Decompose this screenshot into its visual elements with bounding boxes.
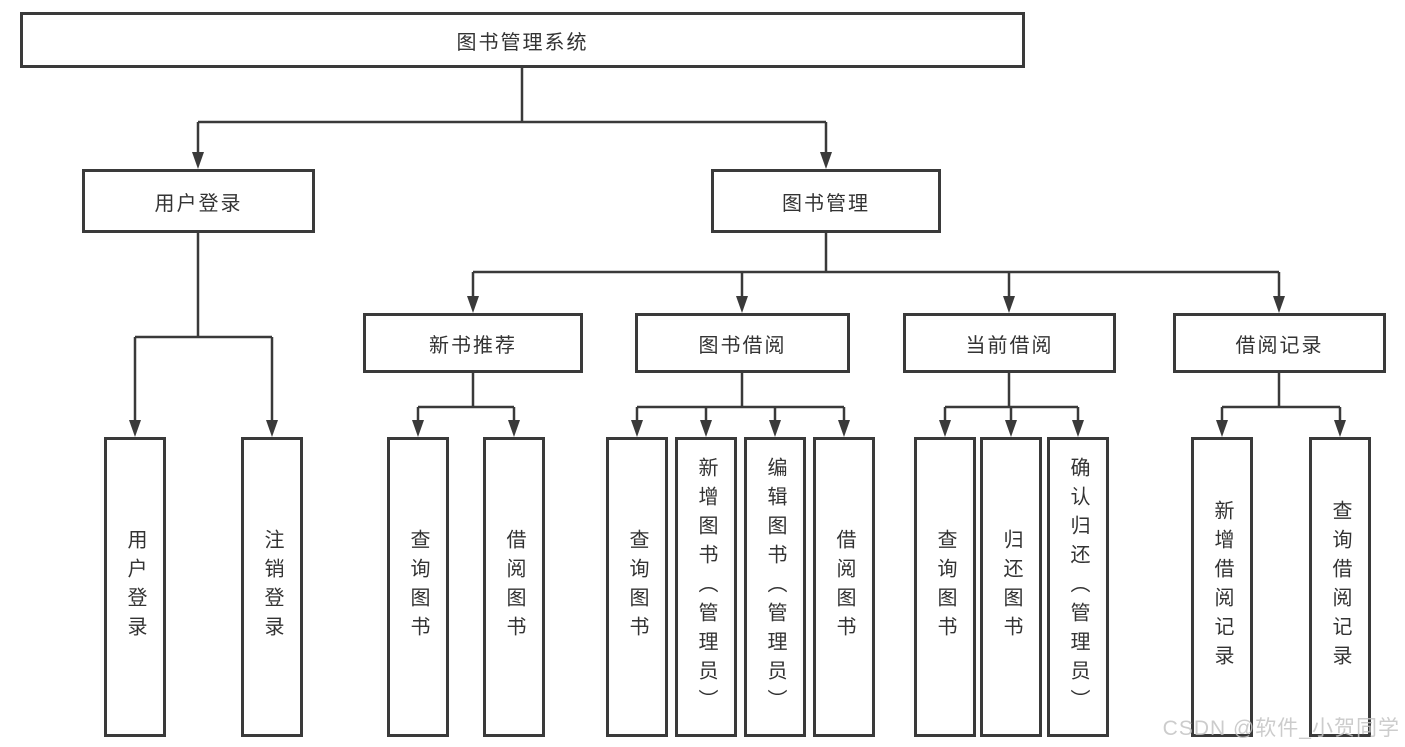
node-new-book-recommendation-label: 新书推荐 xyxy=(429,334,517,357)
leaf-query-books-current-label: 查询图书 xyxy=(934,529,956,645)
node-new-book-recommendation: 新书推荐 xyxy=(363,313,583,373)
leaf-edit-book-admin: 编辑图书（管理员） xyxy=(744,437,806,737)
leaf-logout-label: 注销登录 xyxy=(261,529,283,645)
leaf-add-borrow-record: 新增借阅记录 xyxy=(1191,437,1253,737)
node-borrowing-records: 借阅记录 xyxy=(1173,313,1386,373)
node-borrowing-records-label: 借阅记录 xyxy=(1235,334,1324,357)
leaf-query-books-borrowing-label: 查询图书 xyxy=(626,529,648,645)
leaf-confirm-return-admin-label: 确认归还（管理员） xyxy=(1067,456,1089,718)
leaf-logout: 注销登录 xyxy=(241,437,303,737)
leaf-add-book-admin-label: 新增图书（管理员） xyxy=(695,456,717,718)
leaf-user-login-label: 用户登录 xyxy=(124,529,146,645)
leaf-borrow-books-borrowing-label: 借阅图书 xyxy=(833,529,855,645)
leaf-add-borrow-record-label: 新增借阅记录 xyxy=(1211,500,1233,674)
leaf-borrow-books-borrowing: 借阅图书 xyxy=(813,437,875,737)
node-root-label: 图书管理系统 xyxy=(456,31,589,54)
node-user-login: 用户登录 xyxy=(82,169,315,233)
leaf-borrow-books-recommend: 借阅图书 xyxy=(483,437,545,737)
node-user-login-label: 用户登录 xyxy=(154,192,243,215)
leaf-query-borrow-record-label: 查询借阅记录 xyxy=(1329,500,1351,674)
leaf-query-books-recommend: 查询图书 xyxy=(387,437,449,737)
leaf-edit-book-admin-label: 编辑图书（管理员） xyxy=(764,456,786,718)
node-book-borrowing: 图书借阅 xyxy=(635,313,850,373)
leaf-query-books-recommend-label: 查询图书 xyxy=(407,529,429,645)
leaf-borrow-books-recommend-label: 借阅图书 xyxy=(503,529,525,645)
leaf-return-books: 归还图书 xyxy=(980,437,1042,737)
node-book-management-label: 图书管理 xyxy=(782,192,870,215)
leaf-confirm-return-admin: 确认归还（管理员） xyxy=(1047,437,1109,737)
node-book-borrowing-label: 图书借阅 xyxy=(698,334,787,357)
leaf-user-login: 用户登录 xyxy=(104,437,166,737)
node-current-borrowing: 当前借阅 xyxy=(903,313,1116,373)
leaf-query-books-borrowing: 查询图书 xyxy=(606,437,668,737)
node-current-borrowing-label: 当前借阅 xyxy=(965,334,1054,357)
node-root: 图书管理系统 xyxy=(20,12,1025,68)
watermark: CSDN @软件_小贺同学 xyxy=(1162,717,1400,740)
node-book-management: 图书管理 xyxy=(711,169,941,233)
leaf-add-book-admin: 新增图书（管理员） xyxy=(675,437,737,737)
leaf-return-books-label: 归还图书 xyxy=(1000,529,1022,645)
leaf-query-books-current: 查询图书 xyxy=(914,437,976,737)
leaf-query-borrow-record: 查询借阅记录 xyxy=(1309,437,1371,737)
